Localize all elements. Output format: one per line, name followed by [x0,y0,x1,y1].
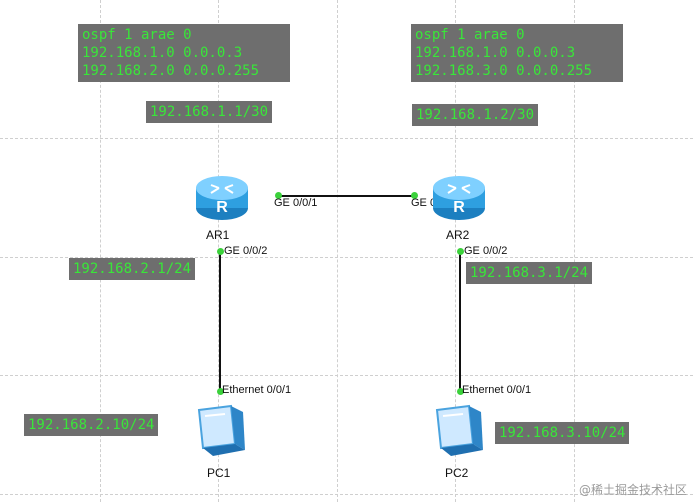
ar2-lan-ip[interactable]: 192.168.3.1/24 [466,262,593,284]
port-dot [457,388,464,395]
ar1-lan-ip[interactable]: 192.168.2.1/24 [69,258,196,280]
config-line: ospf 1 arae 0 [82,27,192,43]
pc2-ip[interactable]: 192.168.3.10/24 [495,422,630,444]
pc-icon [197,404,245,456]
port-dot [217,248,224,255]
router-ar2[interactable]: R [431,168,487,224]
pc1-ip[interactable]: 192.168.2.10/24 [24,414,159,436]
pc-icon [435,404,483,456]
grid-line [100,0,101,502]
pc2-port-label: Ethernet 0/0/1 [462,384,532,396]
config-line: 192.168.2.0 0.0.0.255 [82,63,260,79]
ar1-label: AR1 [206,228,230,242]
ar1-ospf-config[interactable]: ospf 1 arae 0 192.168.1.0 0.0.0.3 192.168.… [78,24,290,82]
ar2-label: AR2 [446,228,470,242]
config-line: 192.168.3.0 0.0.0.255 [415,63,593,79]
router-ar1[interactable]: R [194,168,250,224]
grid-line [574,0,575,502]
ar2-link-ip[interactable]: 192.168.1.2/30 [412,104,539,126]
port-dot [217,388,224,395]
port-dot [457,248,464,255]
grid-line [455,0,456,502]
ar2-lan-port-label: GE 0/0/2 [464,245,508,257]
ar1-lan-port-label: GE 0/0/2 [224,245,268,257]
watermark: @稀土掘金技术社区 [578,483,687,497]
pc1-port-label: Ethernet 0/0/1 [222,384,292,396]
config-line: ospf 1 arae 0 [415,27,525,43]
svg-text:R: R [453,199,465,216]
grid-line [0,138,693,139]
svg-text:R: R [216,199,228,216]
config-line: 192.168.1.0 0.0.0.3 [82,45,243,61]
router-icon: R [433,176,485,220]
config-line: 192.168.1.0 0.0.0.3 [415,45,576,61]
grid-line [0,257,693,258]
port-dot [411,192,418,199]
pc1-label: PC1 [207,466,231,480]
grid-line [0,494,693,495]
grid-line [0,375,693,376]
ar2-ospf-config[interactable]: ospf 1 arae 0 192.168.1.0 0.0.0.3 192.168.… [411,24,623,82]
port-dot [275,192,282,199]
pc2-label: PC2 [445,466,469,480]
router-icon: R [196,176,248,220]
pc2[interactable] [429,404,487,460]
grid-line [337,0,338,502]
ar1-wan-port-label: GE 0/0/1 [274,197,318,209]
ar1-link-ip[interactable]: 192.168.1.1/30 [146,101,273,123]
pc1[interactable] [191,404,249,460]
